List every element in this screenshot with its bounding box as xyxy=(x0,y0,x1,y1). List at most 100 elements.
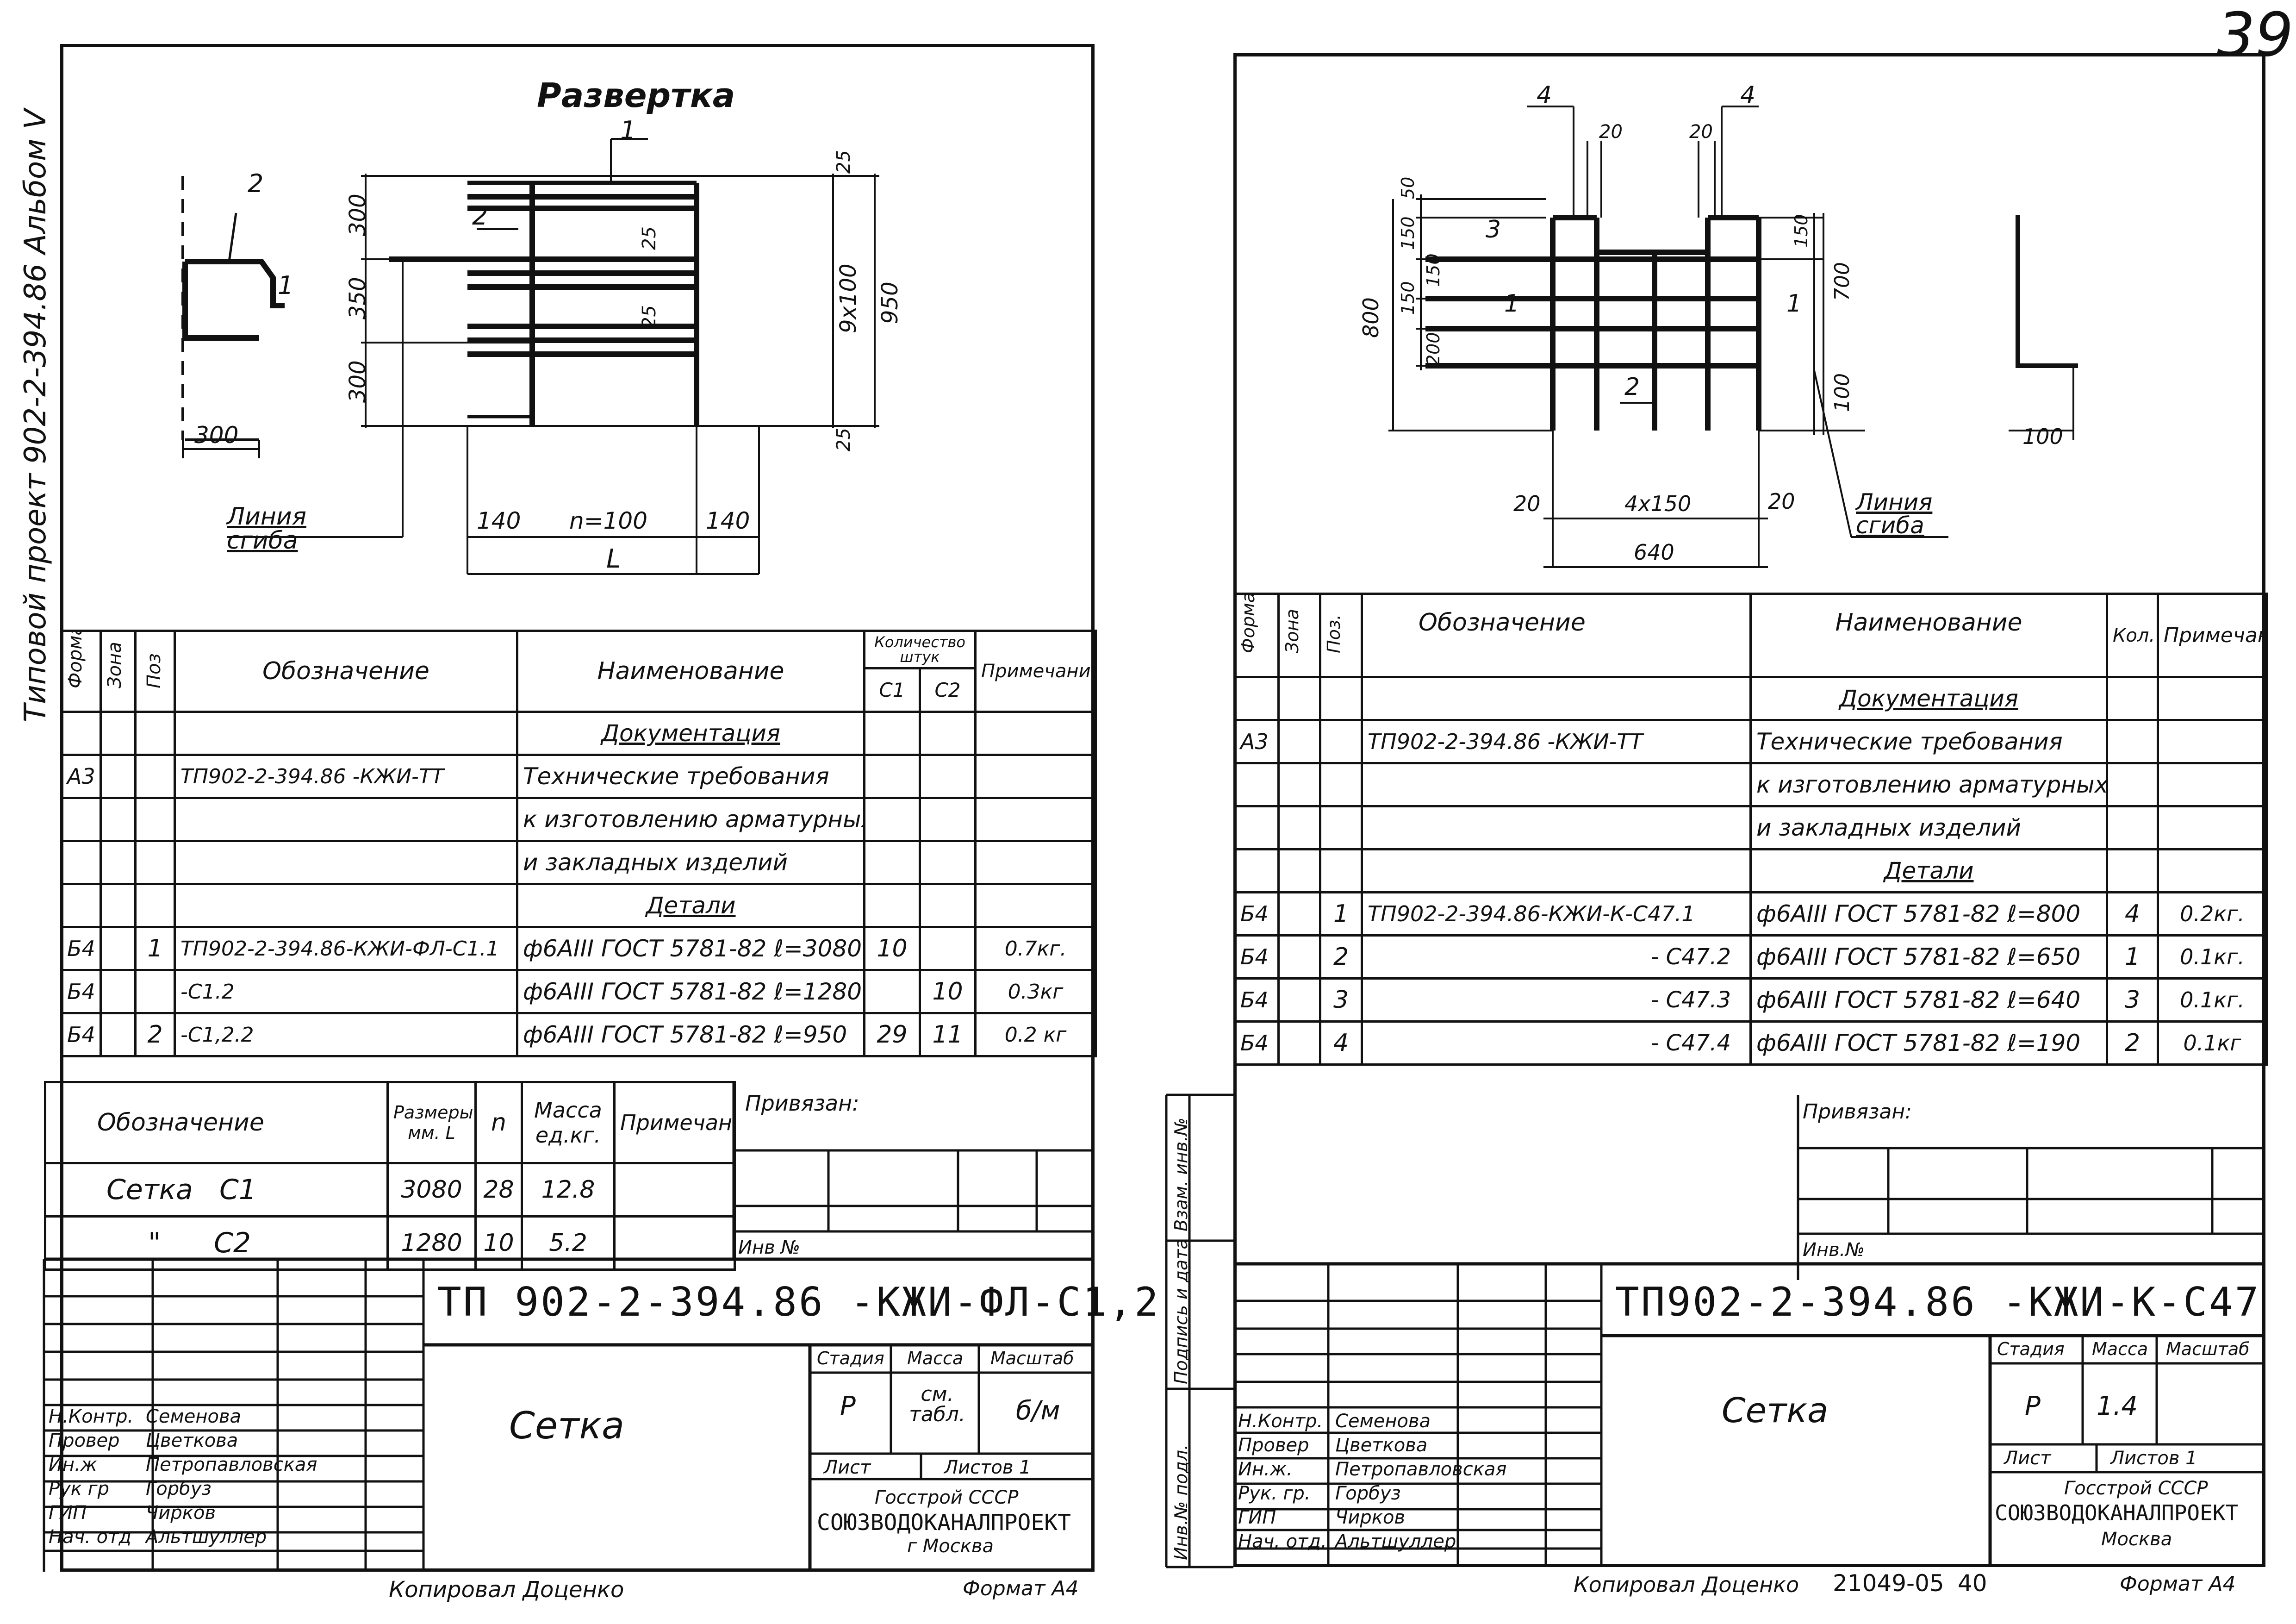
cell-c2 xyxy=(918,883,977,928)
right-inv-label: Инв.№ xyxy=(1803,1239,1865,1261)
cell-name: ф6АIII ГОСТ 5781-82 ℓ=800 xyxy=(1749,891,2108,937)
mesh-row-2-n: 10 xyxy=(474,1215,523,1271)
role-title: Нач. отд. xyxy=(1238,1531,1327,1552)
left-copied: Копировал Доценко xyxy=(389,1577,624,1603)
cell-qty xyxy=(2106,676,2159,721)
cell-zone xyxy=(1277,719,1321,764)
right-org-3: Москва xyxy=(2101,1529,2172,1550)
right-sheets-label: Листов 1 xyxy=(2110,1448,2197,1469)
left-bend-line-text: Линия сгиба xyxy=(227,503,306,555)
left-doc-name: Сетка xyxy=(509,1404,625,1447)
cell-pos: 1 xyxy=(1319,891,1363,937)
cell-designation: - С47.4 xyxy=(1361,1020,1752,1066)
left-pos-2-mesh: 2 xyxy=(472,201,488,231)
mesh-row: Сетка С1 3080 28 12.8 xyxy=(44,1162,736,1218)
cell-zone xyxy=(1277,977,1321,1023)
left-mass: см. табл. xyxy=(907,1384,967,1425)
cell-format xyxy=(1233,805,1280,850)
cell-pos xyxy=(134,711,176,756)
right-org-1: Госстрой СССР xyxy=(2064,1478,2208,1499)
left-doc-code: ТП 902-2-394.86 -КЖИ-ФЛ-С1,2 xyxy=(437,1279,1160,1325)
mesh-row-1-name: Сетка С1 xyxy=(44,1162,389,1218)
right-dim-bottom-20-b: 20 xyxy=(1768,489,1795,514)
left-col-designation: Обозначение xyxy=(174,630,518,713)
right-col-pos: Поз. xyxy=(1319,593,1363,678)
left-mass-value: см. табл. xyxy=(909,1382,965,1426)
right-dim-100-h: 100 xyxy=(2022,424,2063,449)
left-rebar-drawing xyxy=(181,138,879,575)
mesh-row-2-note xyxy=(613,1215,736,1271)
role-title: Ин.ж xyxy=(49,1454,97,1475)
cell-format xyxy=(1233,848,1280,893)
cell-zone xyxy=(100,840,137,885)
cell-zone xyxy=(1277,762,1321,807)
table-row: и закладных изделий xyxy=(60,840,1097,885)
cell-zone xyxy=(100,926,137,971)
left-org-1: Госстрой СССР xyxy=(875,1487,1019,1508)
cell-note: 0.2кг. xyxy=(2157,891,2268,937)
right-dim-bottom-20-a: 20 xyxy=(1513,491,1541,516)
left-dim-L: L xyxy=(606,544,621,574)
role-title: Ин.ж. xyxy=(1238,1459,1293,1480)
cell-name: Технические требования xyxy=(1749,719,2108,764)
cell-note xyxy=(2157,719,2268,764)
mesh-row: " С2 1280 10 5.2 xyxy=(44,1215,736,1271)
left-col-note: Примечание xyxy=(974,630,1097,713)
cell-zone xyxy=(1277,805,1321,850)
role-person: Цветкова xyxy=(1335,1435,1428,1456)
left-title-block-grid xyxy=(43,1259,1095,1572)
right-bend-line-text: Линия сгиба xyxy=(1856,489,1933,539)
role-title: ГИП xyxy=(1238,1507,1276,1528)
right-dim-4x150: 4x150 xyxy=(1624,491,1692,516)
cell-c1 xyxy=(863,797,921,842)
mesh-col-mass: Масса ед.кг. xyxy=(521,1081,616,1164)
cell-zone xyxy=(1277,1020,1321,1066)
mesh-row-1-n: 28 xyxy=(474,1162,523,1218)
cell-qty: 2 xyxy=(2106,1020,2159,1066)
right-stage-label: Стадия xyxy=(1997,1339,2065,1359)
mesh-row-1-note xyxy=(613,1162,736,1218)
cell-format xyxy=(60,711,102,756)
cell-note xyxy=(974,840,1097,885)
left-org-2: СОЮЗВОДОКАНАЛПРОЕКТ xyxy=(817,1510,1071,1536)
cell-qty xyxy=(2106,848,2159,893)
table-row: к изготовлению арматурных xyxy=(60,797,1097,842)
cell-note xyxy=(2157,848,2268,893)
cell-designation: ТП902-2-394.86-КЖИ-К-С47.1 xyxy=(1361,891,1752,937)
cell-note: 0.7кг. xyxy=(974,926,1097,971)
mesh-row-2-mass: 5.2 xyxy=(521,1215,616,1271)
cell-designation xyxy=(174,797,518,842)
right-org-2: СОЮЗВОДОКАНАЛПРОЕКТ xyxy=(1995,1500,2239,1525)
cell-note xyxy=(974,797,1097,842)
mesh-row-2-name: " С2 xyxy=(44,1215,389,1271)
cell-qty: 4 xyxy=(2106,891,2159,937)
cell-name: ф6АIII ГОСТ 5781-82 ℓ=650 xyxy=(1749,934,2108,980)
cell-zone xyxy=(100,969,137,1014)
cell-note: 0.3кг xyxy=(974,969,1097,1014)
cell-name: Документация xyxy=(1749,676,2108,721)
cell-pos xyxy=(134,754,176,799)
left-col-c1: С1 xyxy=(863,667,921,713)
cell-designation xyxy=(174,840,518,885)
right-mass: 1.4 xyxy=(2097,1391,2138,1421)
cell-c1 xyxy=(863,711,921,756)
right-doc-code: ТП902-2-394.86 -КЖИ-К-С47 xyxy=(1615,1279,2261,1325)
role-title: Рук гр xyxy=(49,1478,110,1499)
right-rebar-drawing xyxy=(1388,106,2078,568)
cell-designation xyxy=(174,711,518,756)
role-title: Н.Контр. xyxy=(49,1406,134,1427)
role-person: Петропавловская xyxy=(146,1454,317,1475)
left-col-pos: Поз xyxy=(134,630,176,713)
cell-format xyxy=(60,883,102,928)
cell-note xyxy=(2157,676,2268,721)
mesh-row-1-L: 3080 xyxy=(386,1162,477,1218)
role-person: Альтшуллер xyxy=(1335,1531,1456,1552)
cell-zone xyxy=(100,883,137,928)
cell-note: 0.1кг. xyxy=(2157,934,2268,980)
mesh-row-1-mass: 12.8 xyxy=(521,1162,616,1218)
cell-note xyxy=(2157,762,2268,807)
left-col-format: Формат xyxy=(60,630,102,713)
cell-format: Б4 xyxy=(60,1012,102,1057)
